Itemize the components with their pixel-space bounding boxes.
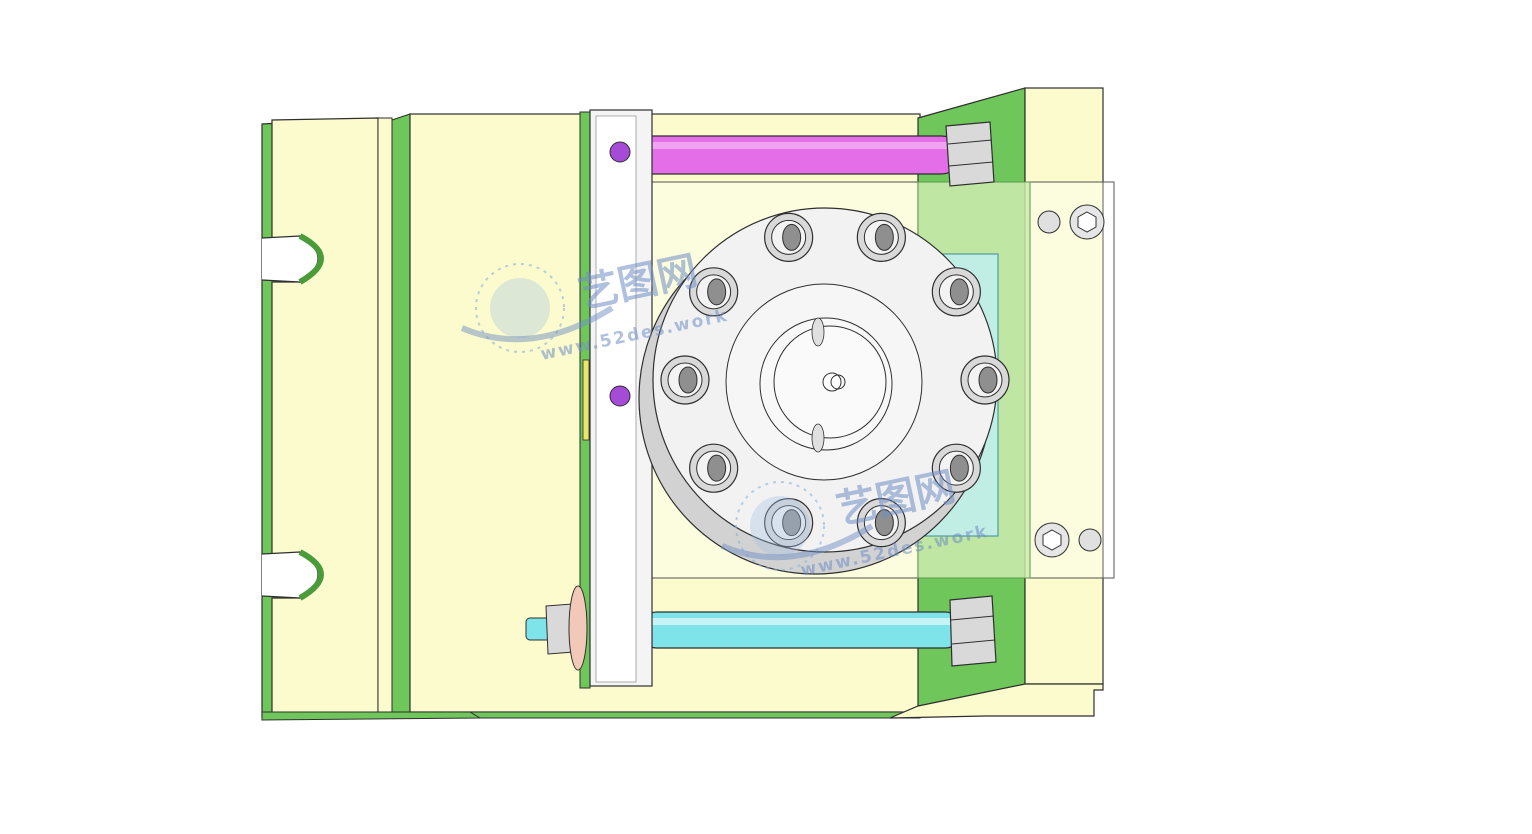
flange-bolt-icon bbox=[856, 498, 906, 548]
hub-slot-bottom bbox=[811, 423, 825, 453]
flange-bolt-icon bbox=[960, 355, 1010, 405]
flange-bolt-icon bbox=[689, 443, 739, 493]
hex-nut-icon bbox=[949, 595, 997, 667]
flange-bolt-icon bbox=[660, 355, 710, 405]
right-screws bbox=[1034, 204, 1105, 558]
upper-rod-assembly bbox=[599, 121, 995, 187]
washer bbox=[568, 585, 588, 671]
lower-rod bbox=[639, 611, 963, 649]
socket-head-screw-icon bbox=[1034, 522, 1070, 558]
left-plate-step-green bbox=[391, 113, 411, 717]
purple-pin-bottom bbox=[609, 385, 631, 407]
socket-head-screw-icon bbox=[1078, 528, 1102, 552]
flange-bolt-icon bbox=[764, 498, 814, 548]
hub-slot-top bbox=[811, 317, 825, 347]
left-base-plate bbox=[261, 113, 411, 719]
socket-head-screw-icon bbox=[1069, 204, 1105, 240]
center-hole bbox=[822, 372, 842, 392]
left-plate-face bbox=[271, 117, 379, 715]
flange-bolt-icon bbox=[764, 212, 814, 262]
flange-bolt-icon bbox=[689, 267, 739, 317]
lower-rod-assembly bbox=[525, 585, 997, 671]
right-block-foot bbox=[889, 683, 1104, 719]
flange-bolt-group bbox=[660, 212, 1010, 548]
upper-u-slot-rim bbox=[298, 233, 324, 285]
clamp-bar bbox=[589, 109, 653, 687]
hex-nut-icon bbox=[945, 121, 995, 187]
lower-rod-shine bbox=[645, 618, 957, 625]
sphere-logo-icon bbox=[720, 481, 874, 571]
sphere-logo-icon bbox=[460, 263, 614, 353]
socket-head-screw-icon bbox=[1037, 210, 1061, 234]
yellow-key bbox=[582, 359, 590, 441]
flange-bolt-icon bbox=[931, 267, 981, 317]
center-hole-inner bbox=[830, 374, 846, 390]
main-plate-bottom-edge bbox=[409, 711, 921, 719]
flange-bolt-icon bbox=[931, 443, 981, 493]
purple-pin-top bbox=[609, 141, 631, 163]
upper-rod-shine bbox=[605, 142, 955, 149]
left-plate-step bbox=[377, 117, 393, 713]
lower-u-slot-rim bbox=[298, 549, 324, 601]
bottom-skirt bbox=[261, 711, 482, 721]
flange-bolt-icon bbox=[856, 212, 906, 262]
upper-rod bbox=[599, 135, 961, 175]
